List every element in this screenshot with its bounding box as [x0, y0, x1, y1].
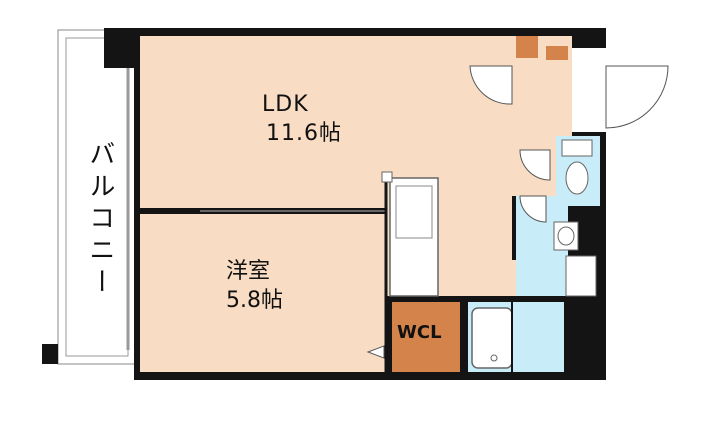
kitchen-counter	[381, 171, 439, 297]
ldk-name-label: LDK	[262, 92, 309, 117]
western-room-floor	[140, 214, 386, 372]
partition-wall	[140, 176, 388, 372]
washroom	[516, 195, 597, 297]
ldk-area-label: 11.6帖	[266, 121, 342, 146]
balcony-label: バルコニー	[84, 140, 115, 300]
balcony	[42, 29, 137, 365]
wcl-floor	[392, 302, 460, 372]
western-room-area-label: 5.8帖	[226, 288, 283, 313]
toilet-room	[519, 136, 600, 206]
wcl-door-marker	[366, 345, 385, 359]
western-room-name-label: 洋室	[226, 259, 271, 284]
shoe-box	[546, 46, 568, 60]
front-door	[572, 48, 669, 132]
wcl-label: WCL	[397, 322, 442, 343]
bathroom	[468, 302, 564, 372]
ldk-door	[469, 65, 513, 105]
genkan	[516, 36, 538, 58]
